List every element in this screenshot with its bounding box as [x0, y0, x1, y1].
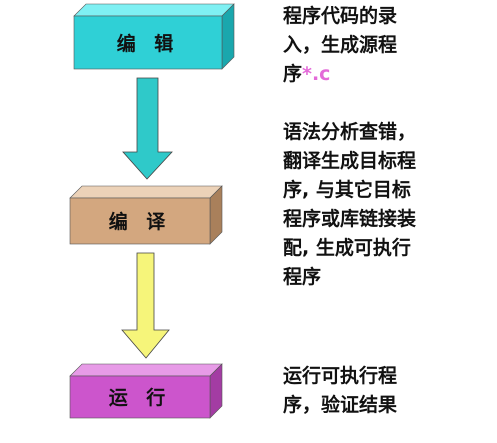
- stage-run-description: 运行可执行程 序，验证结果: [283, 362, 493, 420]
- description-line: 配, 生成可执行: [283, 237, 411, 259]
- stage-edit-label: 编 辑: [117, 32, 180, 55]
- file-extension-highlight: *.c: [302, 63, 331, 85]
- description-line: 翻译生成目标程: [283, 150, 417, 172]
- stage-run-box-top: [69, 363, 223, 377]
- description-line-text: 序: [283, 63, 303, 85]
- stage-compile-description: 语法分析查错， 翻译生成目标程 序, 与其它目标 程序或库链接装 配, 生成可执…: [283, 118, 493, 292]
- description-line: 程序: [283, 266, 322, 288]
- stage-compile-box-top: [69, 185, 223, 199]
- arrow-edit-to-compile: [122, 77, 173, 180]
- stage-edit-box-front: [73, 15, 223, 70]
- stage-compile-label: 编 译: [109, 210, 172, 233]
- description-line: 运行可执行程: [283, 365, 398, 387]
- stage-edit-description: 程序代码的录 入，生成源程 序*.c: [283, 2, 493, 89]
- stage-compile-box-front: [69, 197, 211, 245]
- stage-run-box-front: [69, 375, 211, 419]
- description-line: 程序或库链接装: [283, 208, 417, 230]
- arrow-compile-to-run: [121, 252, 170, 359]
- stage-edit-box-top: [73, 3, 235, 17]
- description-line: 序, 与其它目标: [283, 179, 411, 201]
- description-line: 序，验证结果: [283, 394, 398, 416]
- stage-run-box: 运 行: [69, 363, 223, 419]
- description-line: 入，生成源程: [283, 34, 398, 56]
- stage-compile-box: 编 译: [69, 185, 223, 245]
- description-line: 程序代码的录: [283, 5, 398, 27]
- stage-edit-box: 编 辑: [73, 3, 235, 70]
- stage-run-label: 运 行: [109, 386, 172, 409]
- description-line: 序*.c: [283, 60, 493, 89]
- description-line: 语法分析查错，: [283, 121, 417, 143]
